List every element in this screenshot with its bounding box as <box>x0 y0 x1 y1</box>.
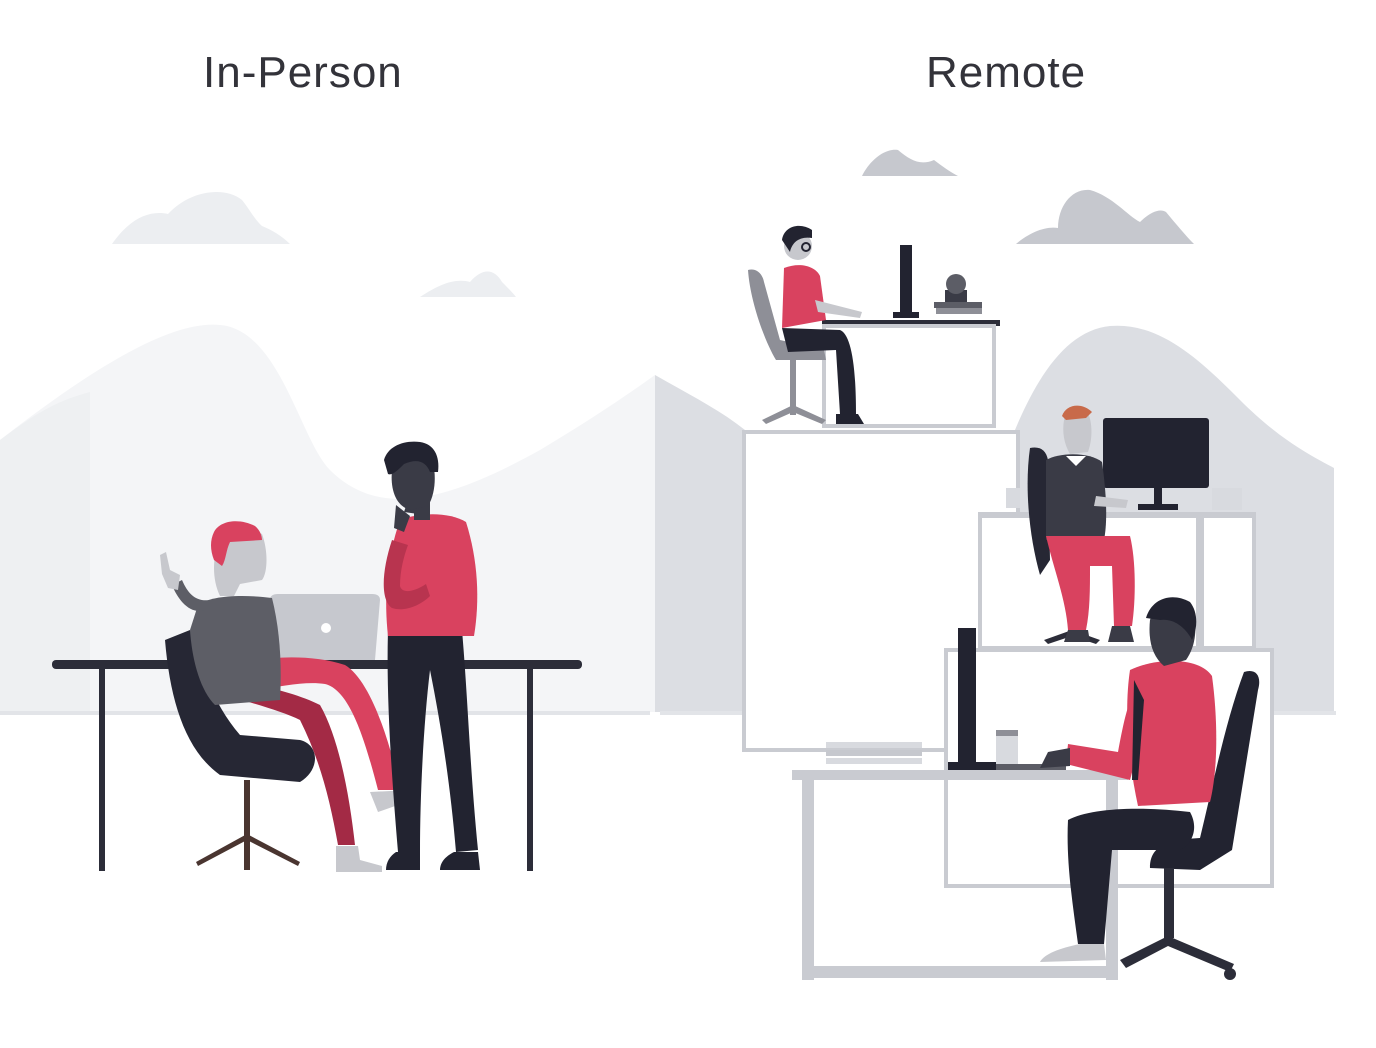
bottom-remote-chair <box>1120 670 1260 980</box>
left-floor-line <box>0 711 650 715</box>
remote-heading: Remote <box>926 48 1087 97</box>
top-remote-desk <box>822 245 1000 428</box>
left-mountain-back <box>0 392 90 712</box>
middle-remote-worker <box>1046 405 1135 642</box>
cloud-left-1 <box>112 191 290 244</box>
right-mountain-left <box>655 375 745 712</box>
top-remote-chair <box>748 269 826 424</box>
in-person-heading: In-Person <box>203 48 403 97</box>
seated-person <box>160 521 412 872</box>
laptop <box>266 594 380 660</box>
standing-person <box>383 441 480 870</box>
middle-remote-desk <box>980 418 1256 646</box>
left-mountain <box>0 324 655 712</box>
cloud-left-2 <box>420 271 516 297</box>
cloud-right-2 <box>1016 189 1194 244</box>
top-remote-worker <box>782 225 864 424</box>
in-person-background <box>0 191 655 715</box>
cloud-right-1 <box>862 149 958 176</box>
bottom-remote-worker <box>1040 597 1217 962</box>
